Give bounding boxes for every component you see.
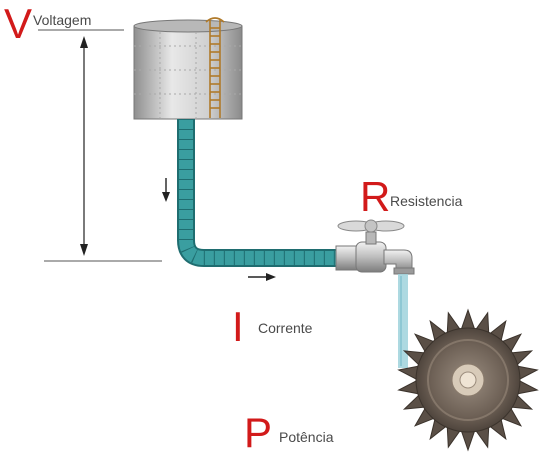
voltage-label: Voltagem (33, 12, 92, 28)
tank-ladder (205, 17, 225, 118)
resistance-label: Resistencia (390, 193, 463, 209)
wheel-rim (427, 339, 509, 421)
water-stream (398, 274, 408, 368)
voltage-letter: V (4, 0, 33, 47)
wheel-axle (459, 371, 477, 389)
power-letter: P (244, 409, 273, 456)
water-pipe (177, 119, 338, 267)
flow-arrow-right (248, 273, 276, 281)
power-label: Potência (279, 429, 334, 445)
water-wheel (397, 308, 539, 452)
resistance-letter: R (360, 173, 391, 220)
flow-arrow-down (162, 178, 170, 202)
current-letter: I (232, 303, 244, 350)
faucet (335, 231, 415, 275)
water-tank (133, 19, 243, 120)
voltage-arrow (80, 36, 88, 256)
current-label: Corrente (258, 320, 313, 336)
faucet-handle-icon (337, 219, 405, 233)
